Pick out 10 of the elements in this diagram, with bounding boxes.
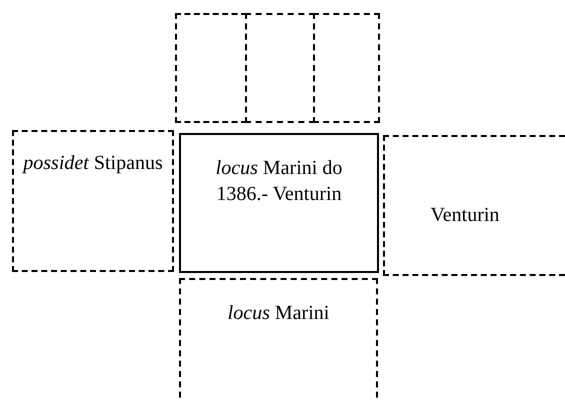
parcel-label: Venturin (430, 203, 500, 228)
parcel-box (179, 133, 379, 273)
parcel-box (383, 135, 565, 276)
parcel-box (175, 13, 247, 123)
parcel-label: locus Marini do 1386.- Venturin (214, 156, 344, 207)
parcel-box (313, 13, 380, 123)
parcel-box (12, 130, 174, 272)
parcel-box (245, 13, 315, 123)
parcel-label: possidet Stipanus (23, 151, 163, 176)
parcel-label: locus Marini (228, 301, 330, 326)
